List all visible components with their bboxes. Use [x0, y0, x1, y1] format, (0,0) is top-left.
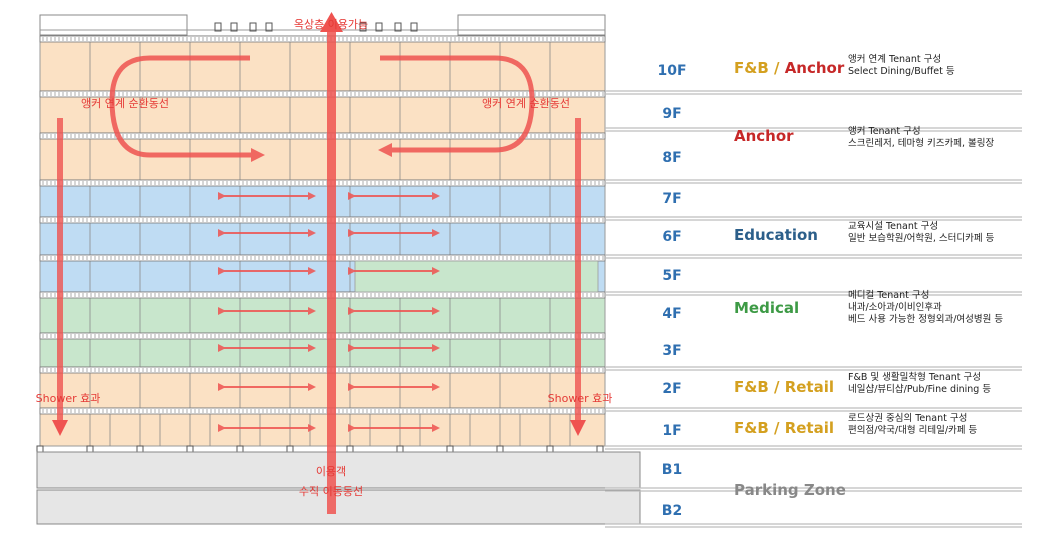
category-desc-line: 스크린레저, 테마형 키즈카페, 볼링장 [848, 137, 994, 149]
floor-band-2f [39, 366, 606, 409]
floor-band-6f [39, 216, 606, 256]
column-foot [86, 445, 94, 453]
shower-arrowhead-left [52, 420, 68, 436]
column-foot [396, 445, 404, 453]
floor-label-b2: B2 [662, 503, 682, 519]
floor-band-7f [39, 179, 606, 218]
rooftop-structure [39, 14, 606, 36]
column-foot [546, 445, 554, 453]
column-foot [496, 445, 504, 453]
shower-arrowhead-right [570, 420, 586, 436]
category-label-2: Education [734, 226, 818, 244]
loop-label-left: 앵커 연계 순환동선 [81, 97, 169, 110]
category-part1: Education [734, 226, 818, 244]
floor-label-5f: 5F [662, 268, 681, 284]
floor-label-6f: 6F [662, 229, 681, 245]
parking-layer [36, 451, 641, 525]
category-desc-line: 앵커 Tenant 구성 [848, 126, 921, 137]
category-label-6: Parking Zone [734, 481, 846, 499]
floor-label-1f: 1F [662, 423, 681, 439]
parking-b2 [36, 489, 641, 525]
category-desc-line: 내과/소아과/이비인후과 [848, 302, 942, 313]
floor-label-10f: 10F [657, 63, 686, 79]
floor-band-4f [39, 291, 606, 334]
medical-patch-5f [354, 260, 599, 293]
category-separator: / [769, 378, 785, 396]
column-foot [446, 445, 454, 453]
floor-label-b1: B1 [662, 462, 682, 478]
category-desc-line: F&B 및 생활밀착형 Tenant 구성 [848, 371, 981, 383]
floors-layer [36, 35, 606, 453]
category-part1: F&B [734, 378, 769, 396]
column-foot [136, 445, 144, 453]
floor-label-3f: 3F [662, 343, 681, 359]
column-foot [286, 445, 294, 453]
category-desc-line: 교육시설 Tenant 구성 [848, 221, 938, 232]
flow-arrows [218, 192, 440, 432]
loop-label-right: 앵커 연계 순환동선 [482, 97, 570, 110]
category-label-3: Medical [734, 299, 799, 317]
floor-label-7f: 7F [662, 191, 681, 207]
floor-band-10f [39, 35, 606, 92]
category-label-5: F&B / Retail [734, 419, 834, 437]
category-part1: F&B [734, 59, 769, 77]
anchor-loop-arrows [109, 55, 535, 162]
floor-label-8f: 8F [662, 150, 681, 166]
category-part1: Medical [734, 299, 799, 317]
parking-b1 [36, 451, 641, 489]
rooftop-label: 옥상층 이용가능 [294, 18, 368, 31]
category-label-1: Anchor [734, 127, 794, 145]
category-part2: Anchor [734, 127, 794, 145]
category-part2: Anchor [785, 59, 845, 77]
category-separator: / [769, 59, 785, 77]
category-desc-line: 메디컬 Tenant 구성 [848, 289, 929, 301]
category-desc-line: 앵커 연계 Tenant 구성 [848, 53, 941, 65]
shower-label-right: Shower 효과 [548, 392, 613, 405]
category-desc-line: 로드상권 중심의 Tenant 구성 [848, 412, 967, 424]
vertical-label-line2: 수직 이동동선 [299, 485, 363, 498]
category-part1: Parking Zone [734, 481, 846, 499]
shower-arrows [57, 118, 581, 422]
category-label-4: F&B / Retail [734, 378, 834, 396]
category-label-0: F&B / Anchor [734, 59, 845, 77]
column-foot [596, 445, 604, 453]
category-desc-line: Select Dining/Buffet 등 [848, 66, 955, 77]
shower-label-left: Shower 효과 [36, 392, 101, 405]
floor-band-9f [39, 90, 606, 134]
category-desc-line: 네일샵/뷰티샵/Pub/Fine dining 등 [848, 384, 991, 395]
floor-label-9f: 9F [662, 106, 681, 122]
floor-label-2f: 2F [662, 381, 681, 397]
floor-band-8f [39, 132, 606, 181]
category-desc-line: 베드 사용 가능한 정형외과/여성병원 등 [848, 313, 1003, 325]
category-part2: Retail [785, 378, 834, 396]
category-desc-line: 편의점/약국/대형 리테일/카페 등 [848, 424, 978, 436]
category-part2: Retail [785, 419, 834, 437]
floor-band-3f [39, 332, 606, 368]
column-foot [36, 445, 44, 453]
floor-label-4f: 4F [662, 306, 681, 322]
column-foot [236, 445, 244, 453]
column-foot [186, 445, 194, 453]
category-part1: F&B [734, 419, 769, 437]
column-foot [346, 445, 354, 453]
category-desc-line: 일반 보습학원/어학원, 스터디카페 등 [848, 233, 995, 244]
vertical-circulation-arrow [320, 12, 343, 514]
category-separator: / [769, 419, 785, 437]
vertical-label-line1: 이용객 [316, 465, 346, 478]
